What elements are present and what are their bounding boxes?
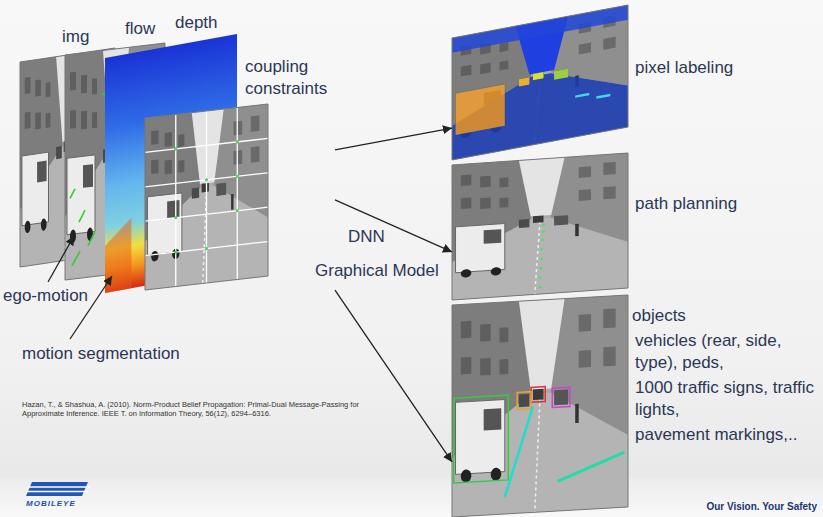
node-list-item: pavement markings,.. (632, 424, 818, 446)
art-shape (206, 111, 207, 283)
art-shape (454, 395, 509, 483)
image-layer-stack: coupling constraints (145, 54, 335, 292)
art-shape (79, 210, 85, 222)
art-shape (145, 138, 268, 152)
art-shape (237, 108, 238, 280)
art-shape (542, 223, 544, 226)
art-shape (517, 392, 531, 410)
layer-label: depth (175, 12, 218, 33)
layer-label: flow (125, 18, 155, 39)
art-shape (88, 231, 95, 245)
art-shape (452, 153, 628, 300)
connector-arrow (335, 290, 452, 462)
art-shape (541, 257, 543, 260)
art-shape (539, 286, 541, 289)
art-shape (102, 93, 105, 96)
connector-arrow (335, 200, 452, 252)
art-shape (145, 207, 268, 221)
art-shape (174, 216, 177, 219)
logo-mark (26, 482, 90, 496)
art-shape (456, 84, 505, 135)
logo-text: MOBILEYE (26, 499, 76, 509)
footer-band (0, 478, 823, 517)
callout-label: motion segmentation (22, 343, 180, 364)
leader-line (48, 236, 74, 282)
citation: Hazan, T., & Shashua, A. (2010). Norm-Pr… (22, 400, 367, 419)
node-list-item: vehicles (rear, side, type), peds, (632, 330, 818, 374)
arrow-label: DNN (348, 226, 385, 247)
art-shape (452, 5, 628, 160)
art-shape (72, 251, 80, 265)
art-shape (596, 94, 610, 99)
layer-label: img (62, 26, 89, 47)
art-shape (505, 406, 533, 497)
art-shape (533, 72, 544, 80)
art-shape (145, 104, 268, 290)
art-shape (541, 238, 543, 241)
art-shape (145, 242, 268, 256)
path-planning-panel (452, 153, 628, 300)
art-shape (452, 295, 628, 517)
art-shape (531, 387, 545, 403)
node-heading: pixel labeling (635, 57, 818, 79)
art-shape (452, 5, 628, 160)
output-panel: pixel labeling (452, 5, 818, 160)
art-shape (452, 153, 628, 300)
node-heading: path planning (635, 193, 818, 215)
art-shape (145, 173, 268, 187)
art-shape (539, 223, 545, 288)
art-shape (519, 77, 530, 86)
art-shape (554, 69, 568, 80)
art-shape (70, 189, 75, 199)
art-shape (145, 104, 268, 290)
arrow-label: Graphical Model (315, 260, 439, 281)
node-heading: objects (632, 305, 818, 327)
art-shape (174, 140, 238, 254)
art-shape (452, 295, 628, 517)
node-list-item: 1000 traffic signs, traffic lights, (632, 377, 818, 421)
output-panel: objects vehicles (rear, side, type), peds… (452, 305, 818, 500)
tagline: Our Vision. Your Safety (706, 501, 817, 514)
art-shape (540, 267, 542, 270)
art-shape (174, 250, 177, 253)
art-shape (542, 230, 544, 233)
leader-line (70, 276, 112, 339)
art-shape (205, 247, 208, 250)
art-shape (236, 140, 239, 143)
art-shape (552, 387, 570, 407)
art-shape (236, 209, 239, 212)
art-shape (174, 147, 177, 150)
grid-layer (145, 104, 268, 290)
art-shape (26, 491, 88, 493)
connector-arrow (335, 128, 452, 150)
art-shape (236, 175, 239, 178)
art-shape (452, 5, 628, 53)
art-shape (145, 104, 268, 290)
art-shape (175, 115, 176, 287)
art-shape (541, 248, 543, 251)
art-shape (539, 276, 541, 279)
output-panel: path planning (452, 165, 818, 300)
objects-panel (452, 295, 628, 517)
art-shape (454, 382, 625, 500)
art-shape (558, 452, 625, 481)
callout-label: ego-motion (3, 285, 88, 306)
art-shape (28, 486, 90, 488)
art-shape (575, 93, 589, 98)
pixel-labeling-panel (452, 5, 628, 160)
art-shape (452, 59, 628, 160)
art-shape (26, 482, 88, 496)
node-heading: coupling constraints (245, 56, 335, 100)
art-shape (205, 178, 208, 181)
